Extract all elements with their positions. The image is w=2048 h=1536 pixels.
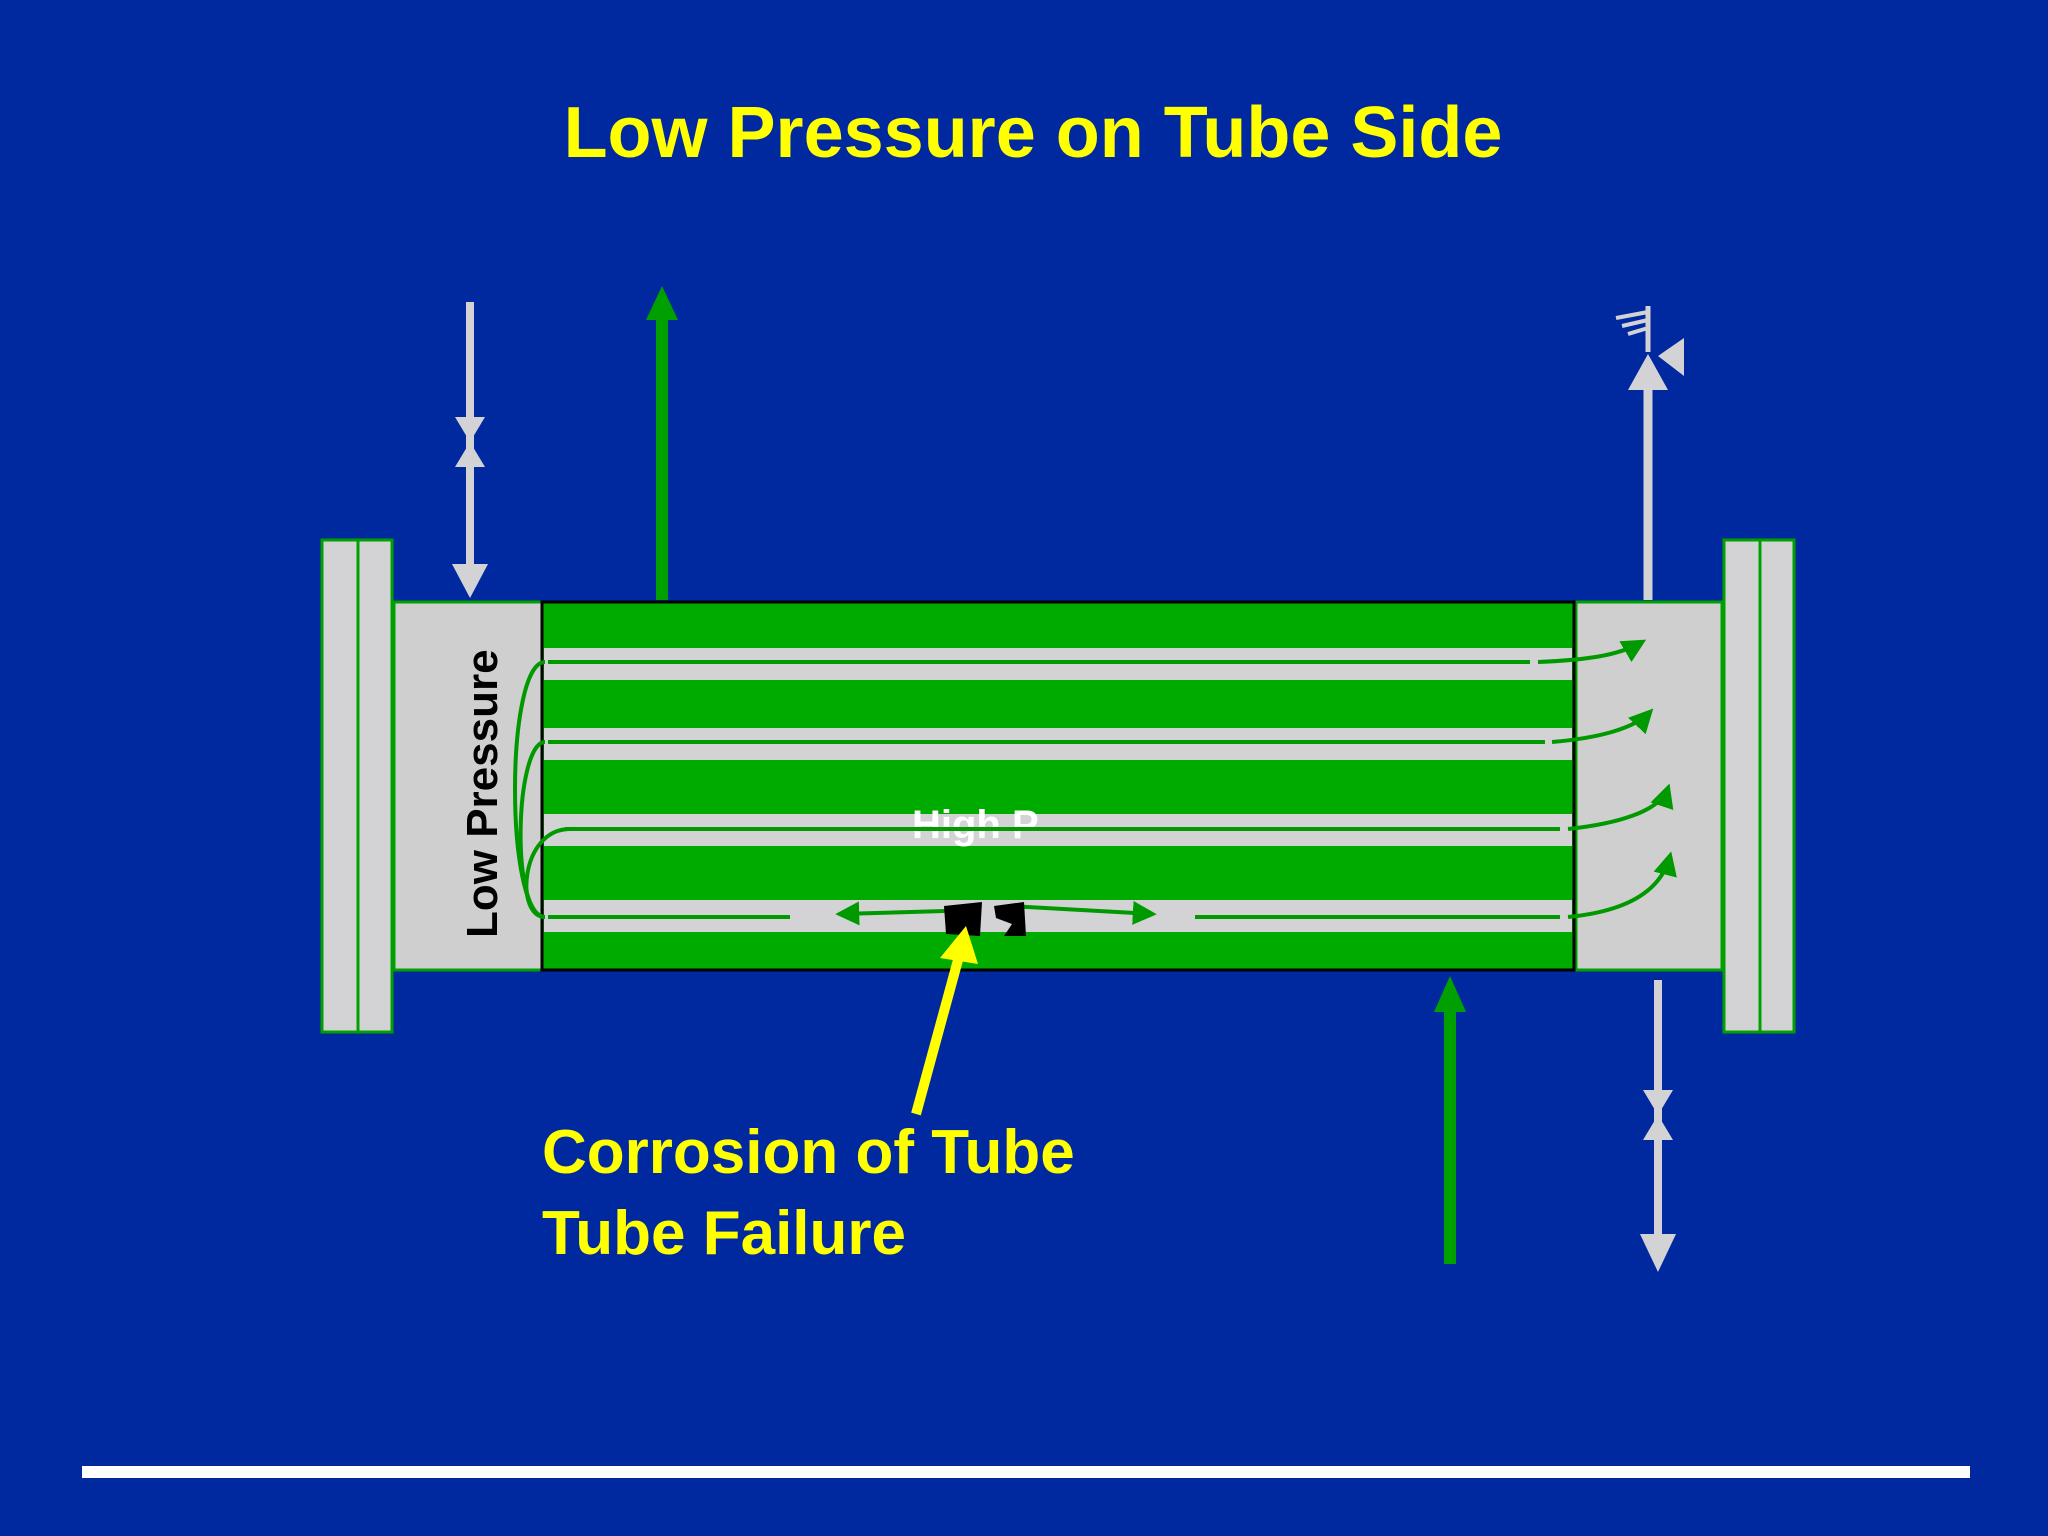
left-channel-head xyxy=(392,600,544,972)
callout-line-1: Corrosion of Tube xyxy=(542,1118,1075,1187)
left-flange xyxy=(320,538,394,1034)
channel-pressure-label: Low Pressure xyxy=(458,649,507,938)
tube-outlet-pipe xyxy=(1628,354,1668,600)
shell-inlet-arrow xyxy=(1434,976,1466,1264)
shell-outlet-arrow xyxy=(646,286,678,600)
right-channel-head xyxy=(1574,600,1724,972)
callout-line-2: Tube Failure xyxy=(542,1199,906,1268)
valve-icon xyxy=(1643,1090,1673,1140)
relief-valve-icon xyxy=(1615,306,1684,376)
slide-title: Low Pressure on Tube Side xyxy=(564,93,1503,173)
valve-icon xyxy=(455,417,485,467)
right-flange xyxy=(1722,538,1796,1034)
left-return-flow xyxy=(513,660,571,919)
tube-flow-lines xyxy=(548,660,1560,919)
right-outlet-flow xyxy=(1537,639,1677,919)
callout-arrow xyxy=(911,926,978,1116)
shell-side-label: High P xyxy=(912,803,1039,847)
tube-breach-icon xyxy=(944,902,1026,936)
leak-flow-arrows xyxy=(835,900,1157,926)
footer-rule xyxy=(82,1466,1970,1478)
